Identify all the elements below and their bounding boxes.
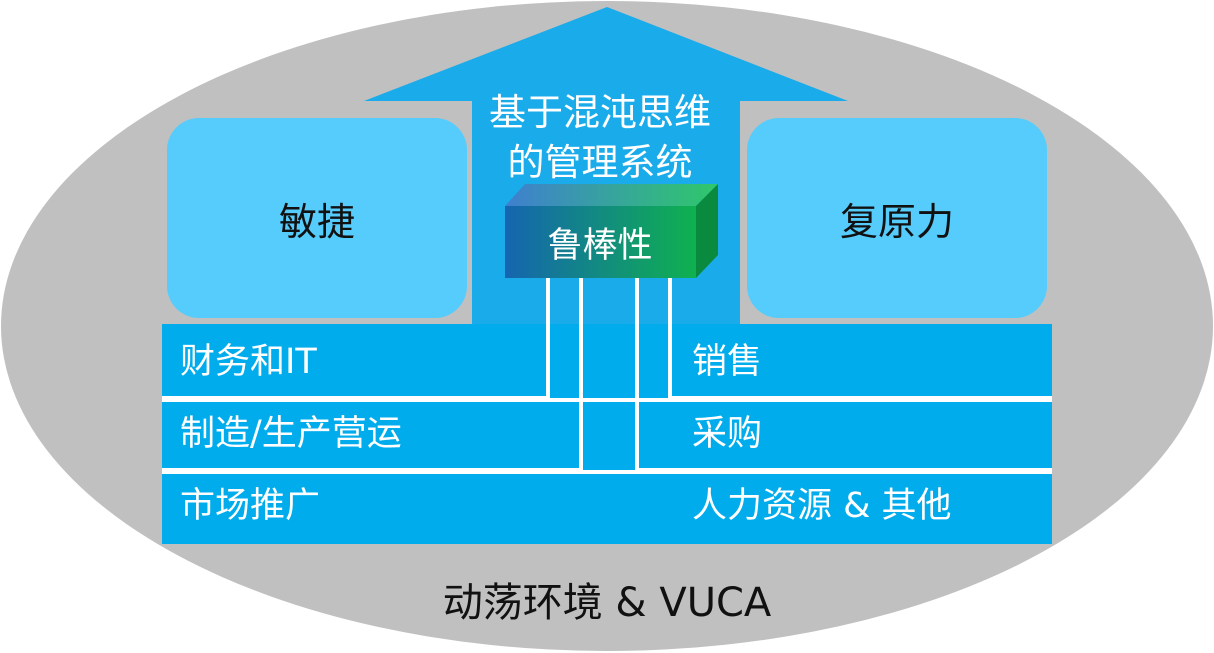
- connector-line: [668, 276, 1052, 400]
- function-manufacturing: 制造/生产营运: [180, 414, 402, 454]
- function-procurement: 采购: [692, 414, 763, 454]
- robustness-label: 鲁棒性: [547, 225, 653, 266]
- function-marketing: 市场推广: [180, 486, 321, 526]
- arrow-title-line-2: 的管理系统: [507, 141, 693, 184]
- cube-front: [505, 206, 696, 278]
- function-finance-it: 财务和IT: [180, 342, 317, 382]
- connector-line: [162, 276, 550, 400]
- cube-side: [696, 184, 718, 278]
- agility-box: [167, 118, 467, 318]
- environment-label: 动荡环境 & VUCA: [442, 580, 772, 626]
- arrow-title-line-1: 基于混沌思维: [489, 91, 711, 134]
- agility-label: 敏捷: [278, 199, 355, 244]
- connector-line: [162, 276, 583, 472]
- connector-line: [635, 276, 1052, 472]
- function-hr-other: 人力资源 & 其他: [692, 486, 952, 526]
- cube-top: [505, 184, 718, 206]
- function-sales: 销售: [692, 342, 763, 382]
- upward-arrow: [364, 7, 848, 330]
- resilience-box: [747, 118, 1047, 318]
- resilience-label: 复原力: [839, 199, 954, 244]
- functions-panel: [162, 324, 1052, 544]
